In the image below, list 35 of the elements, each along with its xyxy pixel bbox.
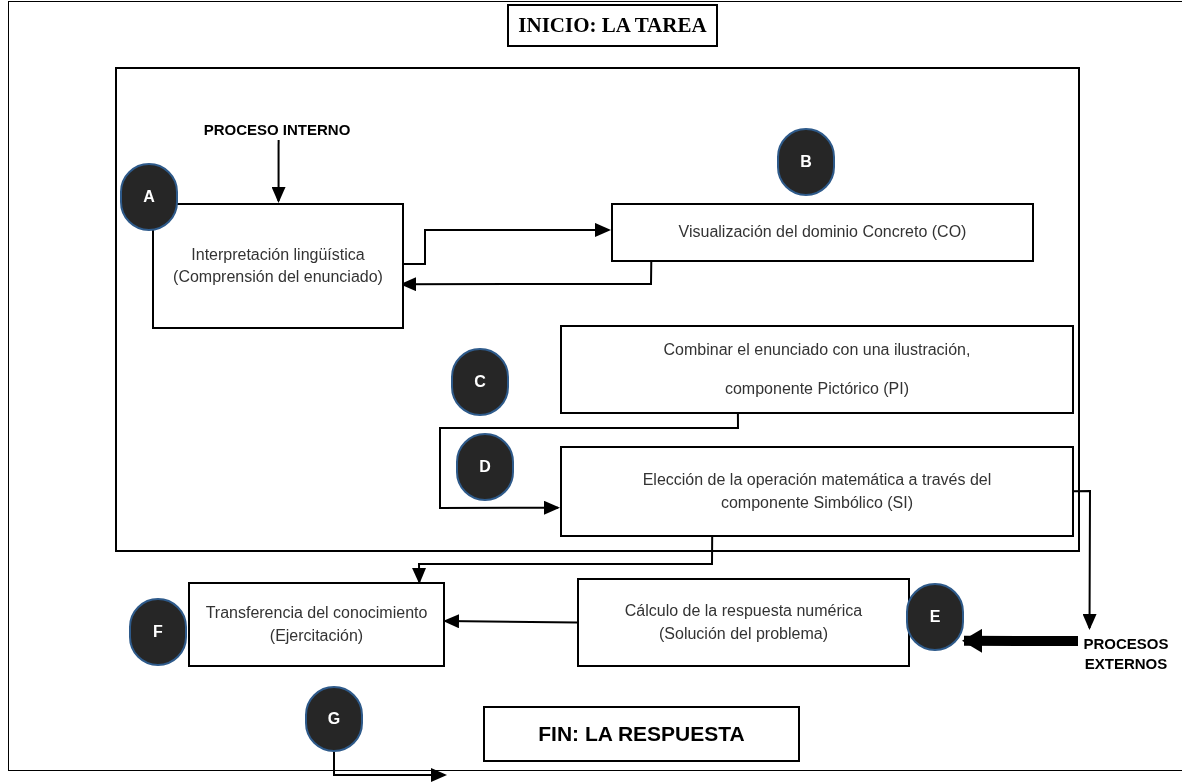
process-box [560,446,1074,537]
process-box [152,203,404,329]
node-text: Cálculo de la respuesta numérica (Solución del problema) [623,601,864,644]
step-marker [777,128,835,196]
process-frame [115,67,1080,552]
node-text: Combinar el enunciado con una ilustración, componente Pictórico (PI) [662,340,972,399]
arrow [333,751,447,782]
node-text: B [800,152,812,172]
node-text: D [479,457,491,477]
step-marker [305,686,363,752]
node-text: F [153,622,163,642]
process-box [560,325,1074,414]
text-label: PROCESO INTERNO [203,119,351,140]
node-text: Elección de la operación matemática a través del componente Simbólico (SI) [641,470,993,513]
process-box [611,203,1034,262]
node-text: INICIO: LA TAREA [518,11,707,39]
text-label: PROCESOS EXTERNOS [1082,633,1170,674]
end-box [483,706,800,762]
node-text: Visualización del dominio Concreto (CO) [678,222,967,243]
step-marker [906,583,964,651]
step-marker [451,348,509,416]
process-box [577,578,910,667]
node-text: A [143,187,155,207]
start-box [507,4,718,47]
step-marker [129,598,187,666]
node-text: G [327,709,341,729]
step-marker [120,163,178,231]
node-text: Transferencia del conocimiento (Ejercitación) [204,603,429,646]
arrow [271,139,286,203]
node-text: FIN: LA RESPUESTA [538,721,745,748]
node-text: Interpretación lingüística (Comprensión del enunciado) [172,244,384,287]
step-marker [456,433,514,501]
node-text: E [929,607,941,627]
node-text: C [474,372,486,392]
process-box [188,582,445,667]
